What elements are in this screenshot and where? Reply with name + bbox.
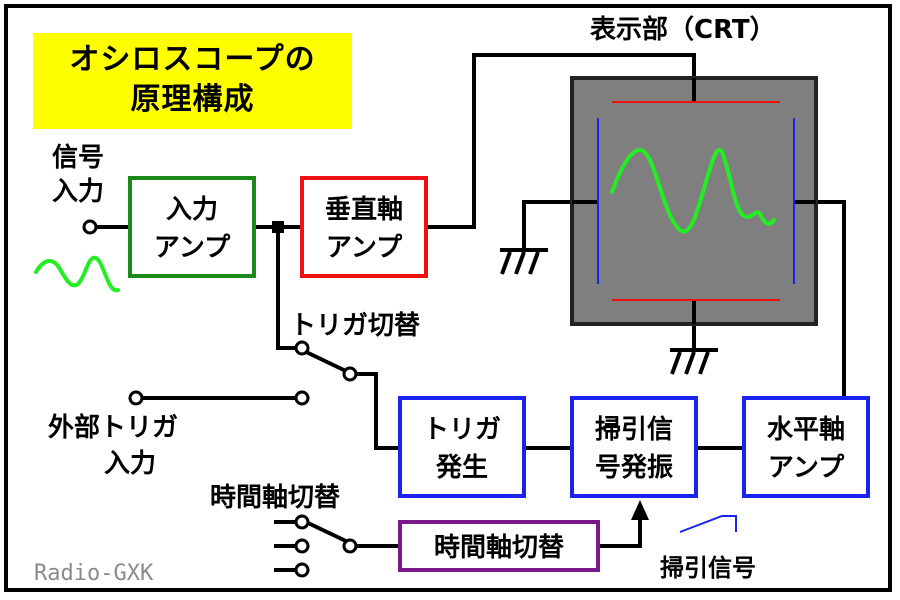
timebase-box <box>398 520 600 572</box>
vertical-amp-label-1: 垂直軸 <box>325 194 403 225</box>
external-trigger-label-2: 入力 <box>104 449 156 479</box>
trigger-gen-label-2: 発生 <box>435 453 488 483</box>
timebase-switch-label: 時間軸切替 <box>210 482 340 513</box>
block-vertical-amp: 垂直軸 アンプ <box>300 176 428 278</box>
block-horizontal-amp: 水平軸 アンプ <box>742 396 870 498</box>
title-line-2: 原理構成 <box>130 82 255 117</box>
watermark: Radio-GXK <box>34 561 154 586</box>
sweep-osc-label-1: 掃引信 <box>595 415 673 445</box>
trigger-gen-label-1: トリガ <box>423 415 501 445</box>
trigger-switch-label: トリガ切替 <box>290 311 420 341</box>
vertical-amp-label-2: アンプ <box>326 233 403 263</box>
diagram-title: オシロスコープの 原理構成 <box>33 33 352 129</box>
input-amp-box <box>128 176 256 278</box>
timebase-contact-1 <box>294 514 310 530</box>
crt-label: 表示部（CRT） <box>590 15 776 45</box>
input-waveform <box>34 255 120 293</box>
external-trigger-label-1: 外部トリガ <box>48 413 178 443</box>
wire-switch-to-triggergen <box>354 372 400 450</box>
trigger-switch-blade <box>301 348 349 374</box>
wire-branch-to-trigger-switch <box>276 227 300 350</box>
sweep-signal-label: 掃引信号 <box>660 554 756 582</box>
terminals <box>82 219 358 578</box>
block-timebase-switch: 時間軸切替 <box>398 520 600 572</box>
timebase-contact-2 <box>294 538 310 554</box>
trigger-switch-common <box>342 366 358 382</box>
signal-input-label-2: 入力 <box>52 177 104 207</box>
signal-input-terminal <box>82 219 98 235</box>
timebase-contact-3 <box>294 562 310 578</box>
block-input-amp: 入力 アンプ <box>128 176 256 278</box>
horizontal-amp-label-1: 水平軸 <box>767 414 845 445</box>
external-trigger-terminal <box>128 390 144 406</box>
title-line-1: オシロスコープの <box>69 42 316 77</box>
timebase-switch-blade <box>305 520 349 544</box>
wire-timebase-to-sweep <box>598 520 642 548</box>
vertical-amp-box <box>300 176 428 278</box>
block-sweep-osc: 掃引信 号発振 <box>570 396 698 498</box>
signal-input-label-1: 信号 <box>52 143 104 173</box>
horizontal-amp-box <box>742 396 870 498</box>
crt-trace-waveform <box>610 147 776 234</box>
block-trigger-gen: トリガ 発生 <box>398 396 526 498</box>
wire-vertamp-to-crt <box>426 53 696 229</box>
input-amp-label-2: アンプ <box>154 233 231 263</box>
crt-display <box>570 76 818 326</box>
horizontal-amp-label-2: アンプ <box>768 453 845 483</box>
trigger-gen-box <box>398 396 526 498</box>
sweep-osc-label-2: 号発振 <box>595 453 673 483</box>
arrow-to-sweep-osc <box>631 500 649 520</box>
input-amp-label-1: 入力 <box>166 195 218 225</box>
trigger-switch-contact-external <box>294 390 310 406</box>
ground-bottom <box>670 348 718 375</box>
timebase-switch-common <box>342 538 358 554</box>
sweep-osc-box <box>570 396 698 498</box>
ground-left <box>500 248 548 275</box>
trigger-switch-contact-internal <box>294 340 310 356</box>
sweep-sawtooth-icon <box>679 515 737 533</box>
junction-dot <box>272 221 284 233</box>
timebase-box-label: 時間軸切替 <box>434 532 564 563</box>
outer-frame <box>4 4 892 592</box>
